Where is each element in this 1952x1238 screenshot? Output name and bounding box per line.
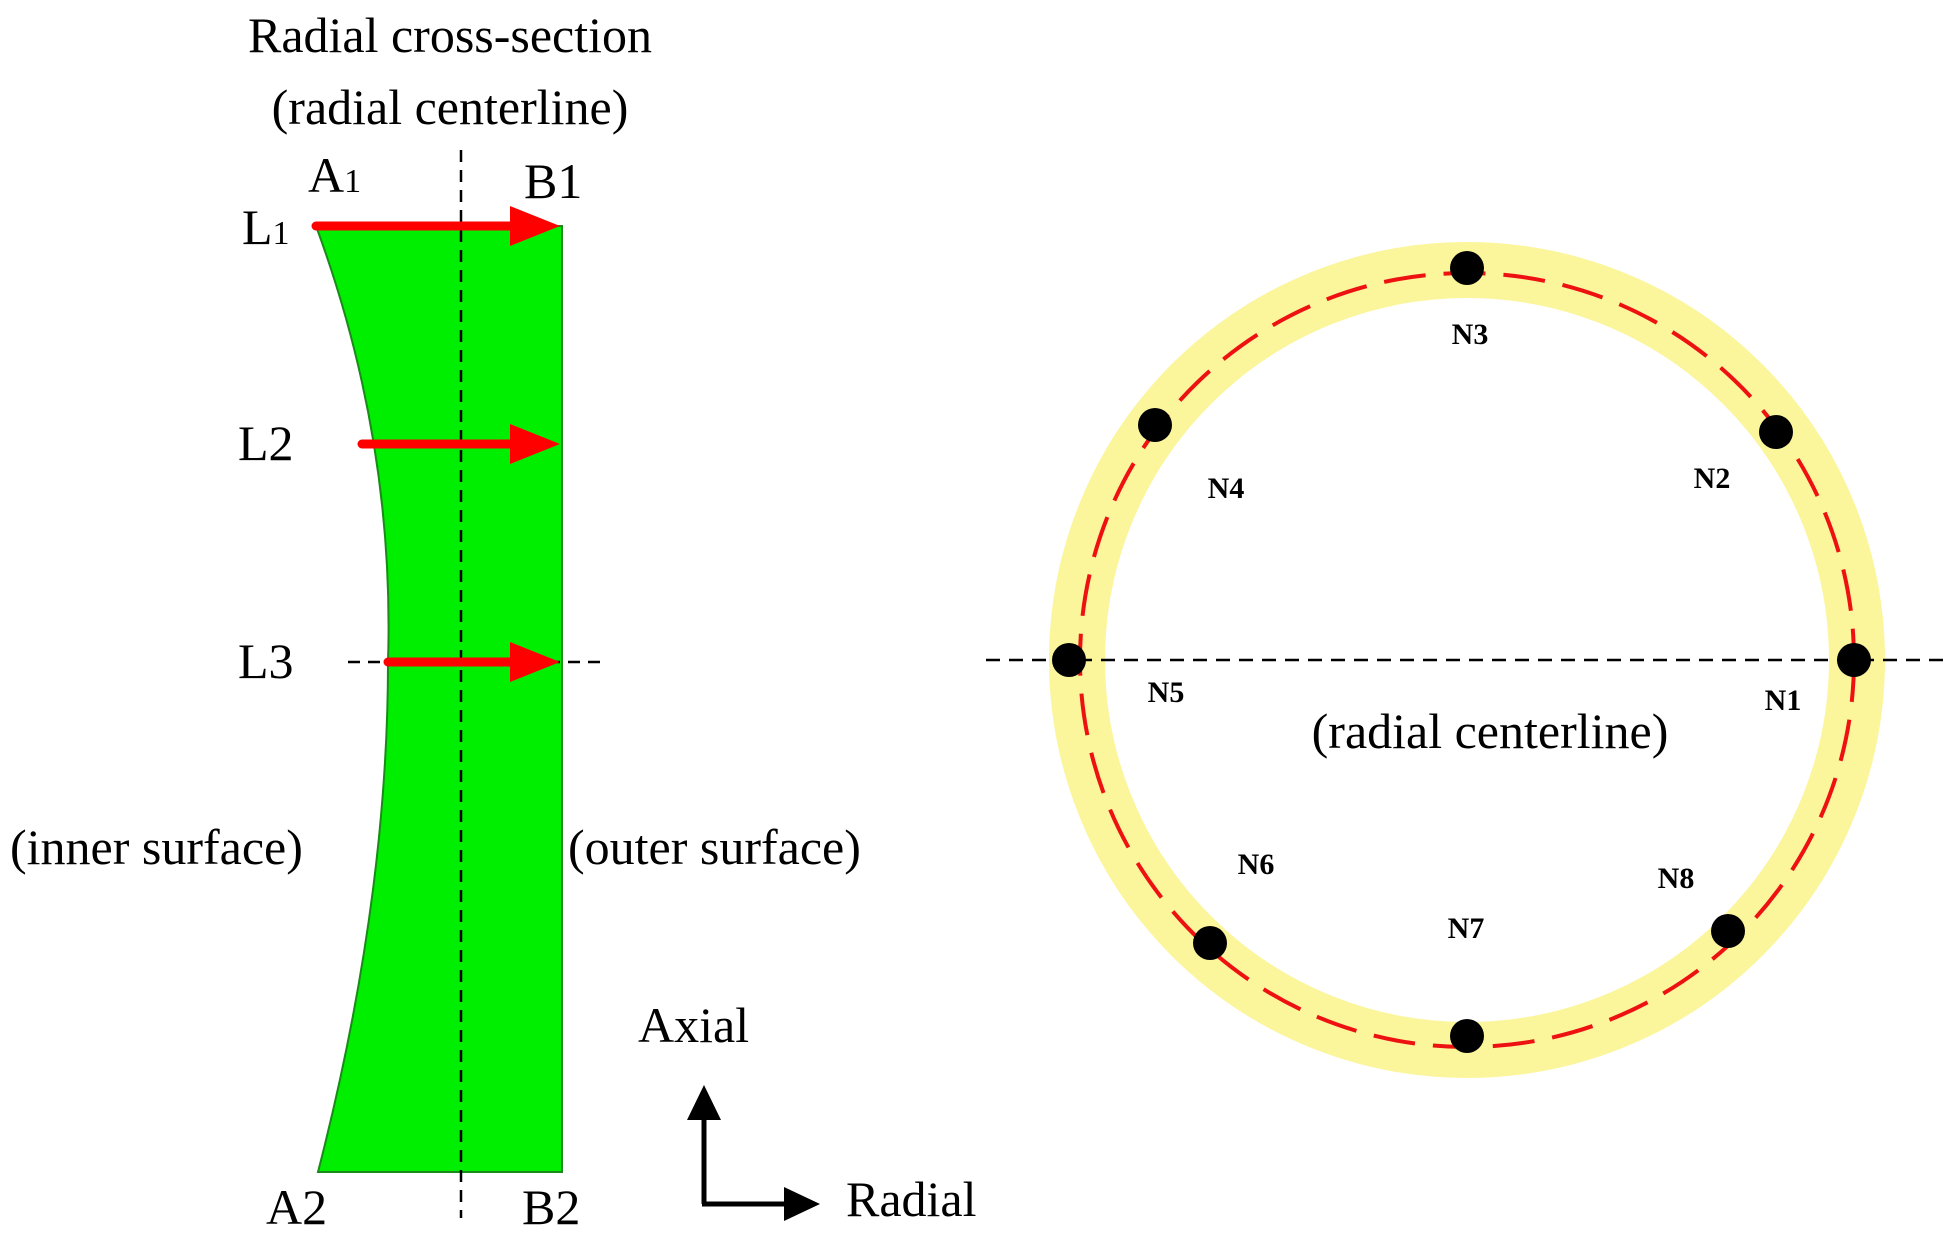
node-dot-n3 (1450, 251, 1484, 285)
title-line-2: (radial centerline) (272, 79, 629, 135)
node-dot-n7 (1450, 1019, 1484, 1053)
label-inner-surface: (inner surface) (10, 819, 303, 875)
node-dot-n6 (1193, 926, 1227, 960)
node-dot-n5 (1052, 643, 1086, 677)
l2-arrow (357, 424, 560, 464)
node-dot-n4 (1138, 408, 1172, 442)
label-outer-surface: (outer surface) (568, 819, 861, 875)
node-dot-n1 (1837, 643, 1871, 677)
l3-arrow (383, 642, 560, 682)
axes-indicator: Axial Radial (638, 997, 977, 1227)
node-label-n4: N4 (1208, 472, 1245, 505)
node-label-n1: N1 (1765, 684, 1802, 717)
label-a2: A2 (266, 1179, 327, 1235)
node-label-n3: N3 (1452, 318, 1489, 351)
axial-arrowhead (687, 1085, 721, 1120)
axial-label: Axial (638, 997, 749, 1053)
node-label-n6: N6 (1238, 848, 1275, 881)
label-b1: B1 (524, 153, 582, 209)
radial-label: Radial (846, 1171, 977, 1227)
node-dot-n8 (1711, 914, 1745, 948)
label-b2: B2 (522, 1179, 580, 1235)
l1-arrow (311, 206, 560, 246)
label-a1: A1 (308, 147, 361, 203)
radial-centerline-label: (radial centerline) (1312, 703, 1669, 759)
node-label-n8: N8 (1658, 862, 1695, 895)
node-label-n2: N2 (1694, 462, 1731, 495)
label-l1: L1 (242, 199, 290, 255)
cross-section-shape (314, 225, 563, 1173)
title-line-1: Radial cross-section (248, 7, 652, 63)
left-cross-section-diagram: Radial cross-section (radial centerline)… (10, 7, 861, 1235)
right-ring-diagram: (radial centerline) N1 N2 N3 N4 N5 N6 N7… (986, 242, 1952, 1078)
label-l3: L3 (238, 633, 294, 689)
node-dot-n2 (1759, 415, 1793, 449)
label-l2: L2 (238, 415, 294, 471)
radial-arrowhead (784, 1187, 820, 1221)
node-label-n7: N7 (1448, 912, 1485, 945)
node-label-n5: N5 (1148, 676, 1185, 709)
